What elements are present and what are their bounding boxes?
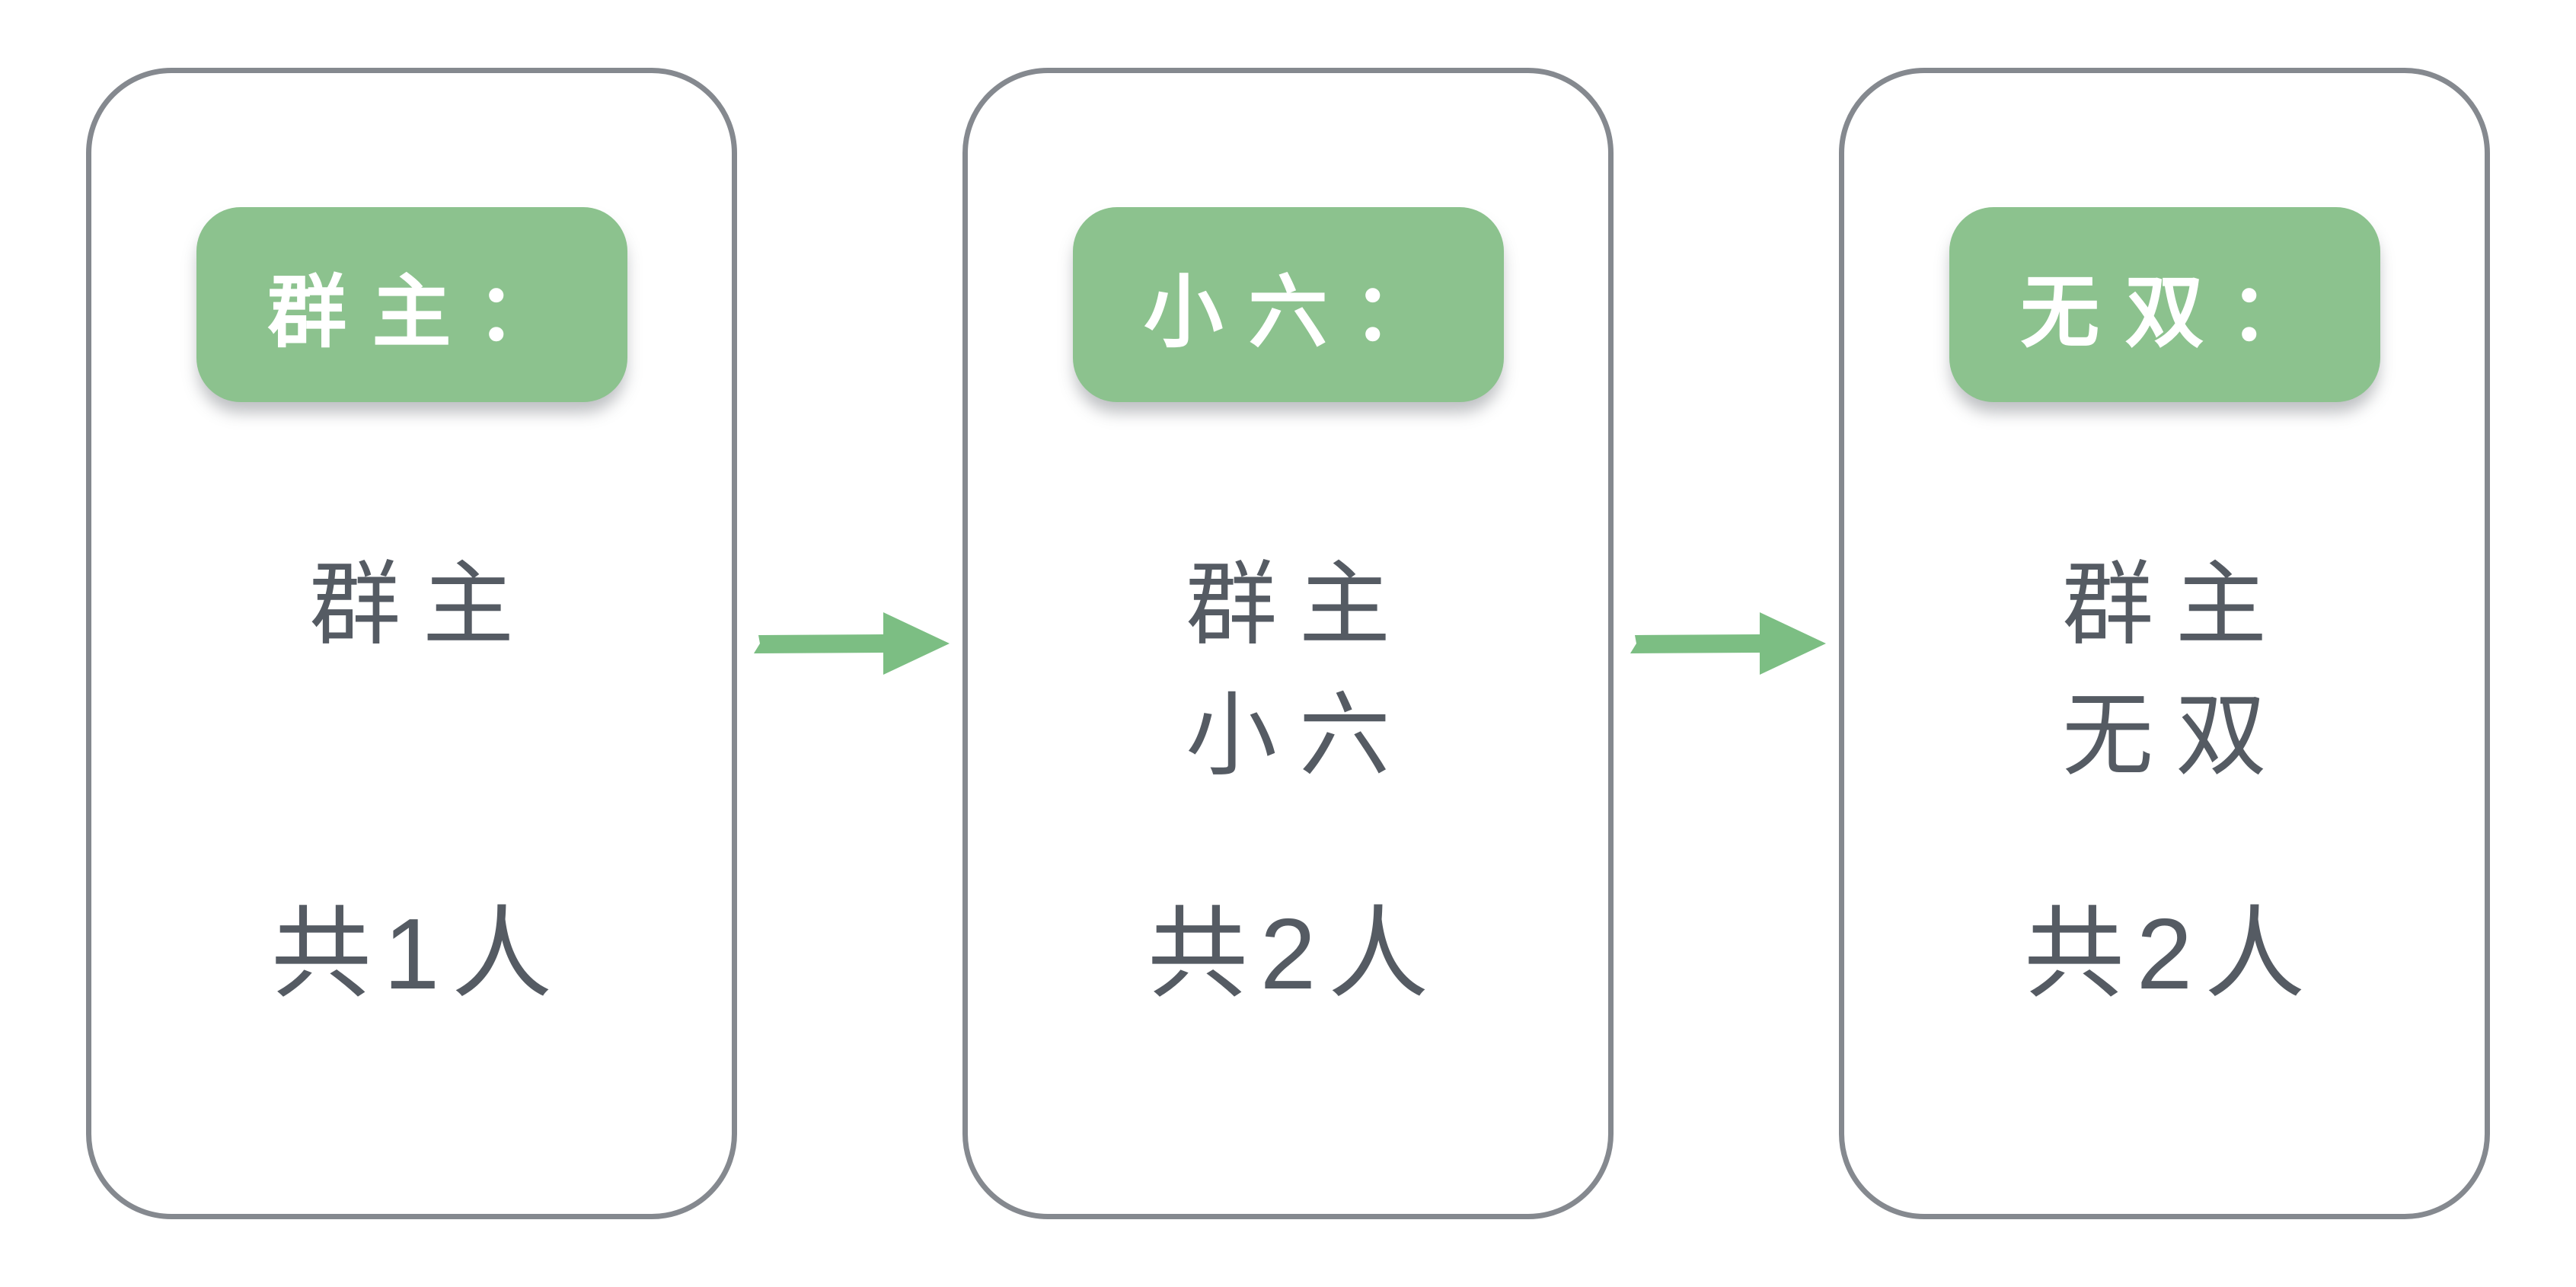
state-card-2: 小六： 群主 小六 共2人 [962,68,1614,1219]
flow-arrow-2 [1614,68,1839,1219]
speaker-badge-label: 小六： [1144,268,1458,357]
state-card-1: 群主： 群主 共1人 [86,68,737,1219]
member-list-3: 群主 无双 [2040,539,2288,806]
speaker-badge-label: 无双： [2020,268,2335,357]
member-name: 群主 [2062,554,2289,656]
member-count-2: 共2人 [1147,898,1441,1010]
member-name: 无双 [2062,685,2289,787]
speaker-badge-3: 无双： [1949,207,2380,402]
member-list-1: 群主 [287,539,535,806]
arrow-right-icon [753,612,950,675]
speaker-badge-label: 群主： [267,268,582,357]
member-count-1: 共1人 [270,898,564,1010]
speaker-badge-2: 小六： [1072,207,1504,402]
member-list-2: 群主 小六 [1164,539,1412,806]
flow-arrow-1 [737,68,962,1219]
state-card-3: 无双： 群主 无双 共2人 [1839,68,2490,1219]
arrow-right-icon [1630,612,1826,675]
speaker-badge-1: 群主： [196,207,627,402]
member-name: 群主 [1186,554,1412,656]
member-name: 小六 [1186,685,1412,787]
member-name: 群主 [309,554,536,656]
member-count-3: 共2人 [2023,898,2317,1010]
